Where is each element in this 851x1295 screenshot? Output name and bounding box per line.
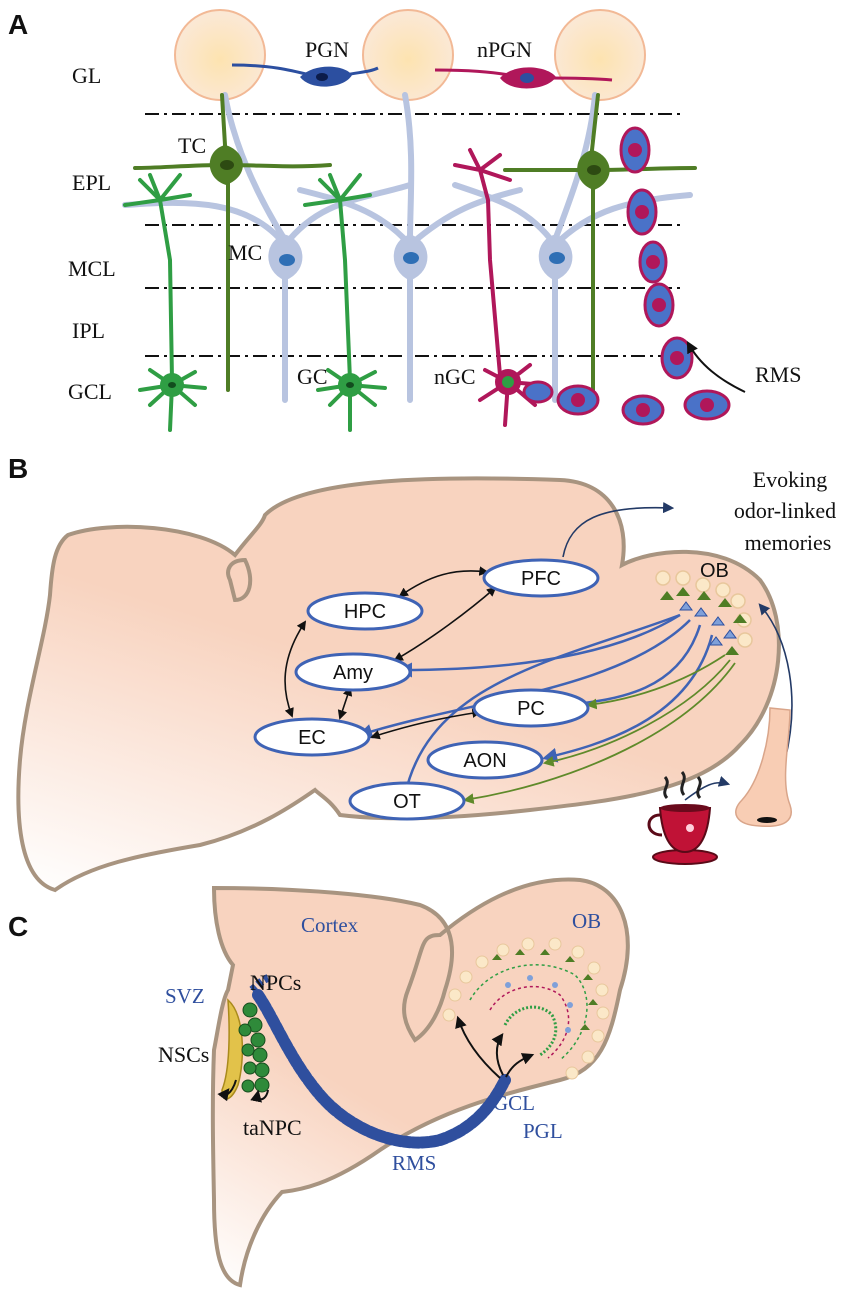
panel-c: C	[8, 877, 630, 1288]
nsc-self-renew-arrow	[217, 1079, 237, 1102]
granule-cells	[123, 173, 387, 432]
label-pgn: PGN	[305, 37, 349, 62]
label-ec: EC	[298, 727, 326, 749]
output-line-1: Evoking	[753, 467, 828, 492]
region-ot	[348, 781, 466, 821]
label-tanpc: taNPC	[243, 1115, 302, 1140]
label-amy: Amy	[333, 662, 373, 684]
mitral-cells	[122, 92, 693, 403]
label-npgn: nPGN	[477, 37, 532, 62]
region-pc	[472, 688, 590, 728]
tanpc-self-renew-arrow	[250, 1089, 269, 1103]
coffee-cup-icon	[647, 771, 718, 865]
label-svz: SVZ	[165, 984, 205, 1008]
panel-a-letter: A	[8, 9, 28, 40]
newborn-granule-cell	[453, 148, 547, 427]
label-hpc: HPC	[344, 601, 386, 623]
label-ngc: nGC	[434, 364, 476, 389]
region-hpc	[306, 591, 424, 631]
label-ob-c: OB	[572, 909, 601, 933]
rms-nuclei	[571, 143, 714, 417]
tufted-cells	[133, 93, 697, 402]
periglomerular-cell	[231, 63, 379, 87]
label-rms-c: RMS	[392, 1151, 436, 1175]
label-nscs: NSCs	[158, 1042, 209, 1067]
nose-icon	[735, 707, 792, 828]
ob-glomeruli-c	[442, 937, 610, 1080]
rms-chain	[522, 126, 731, 426]
label-mc: MC	[228, 240, 262, 265]
label-pgl-c: PGL	[523, 1119, 563, 1143]
region-ec	[253, 717, 371, 757]
glomerulus-3	[554, 9, 646, 101]
ob-layer-cells-c	[469, 949, 598, 1061]
layer-label-mcl: MCL	[68, 256, 116, 281]
panel-b: B OB	[8, 453, 836, 893]
layer-label-gcl: GCL	[68, 379, 112, 404]
label-gcl-c: GCL	[493, 1091, 535, 1115]
newborn-periglomerular-cell	[434, 67, 613, 89]
rms-tip	[249, 974, 270, 994]
label-cortex: Cortex	[301, 913, 359, 937]
glomerulus-1	[174, 9, 266, 101]
output-line-2: odor-linked	[734, 498, 836, 523]
region-pfc	[482, 558, 600, 598]
ob-tufted-cells-b	[660, 587, 747, 655]
panel-a: A GL EPL MCL IPL GCL	[8, 9, 801, 432]
layer-label-ipl: IPL	[72, 318, 105, 343]
panel-b-letter: B	[8, 453, 28, 484]
layer-label-gl: GL	[72, 63, 101, 88]
region-connections	[284, 502, 793, 801]
glomerulus-2	[362, 9, 454, 101]
ob-projections-green	[462, 654, 736, 804]
region-amy	[294, 652, 412, 692]
label-npcs: NPCs	[250, 970, 301, 995]
region-aon	[426, 740, 544, 780]
brain-outline-c	[210, 877, 630, 1288]
label-tc: TC	[178, 133, 206, 158]
label-pc: PC	[517, 698, 545, 720]
npc-cluster	[238, 1002, 270, 1093]
rms-arrow	[686, 340, 746, 393]
label-ot: OT	[393, 791, 421, 813]
panel-c-letter: C	[8, 911, 28, 942]
label-pfc: PFC	[521, 568, 561, 590]
ob-mitral-cells-b	[679, 601, 737, 646]
label-aon: AON	[463, 750, 506, 772]
rms-stream	[252, 989, 511, 1149]
label-ob-b: OB	[700, 560, 729, 582]
label-rms-a: RMS	[755, 362, 801, 387]
nostril-icon	[757, 817, 777, 823]
output-line-3: memories	[745, 530, 832, 555]
rms-dispersal-arrows	[455, 1015, 535, 1079]
label-gc: GC	[297, 364, 328, 389]
layer-label-epl: EPL	[72, 170, 111, 195]
